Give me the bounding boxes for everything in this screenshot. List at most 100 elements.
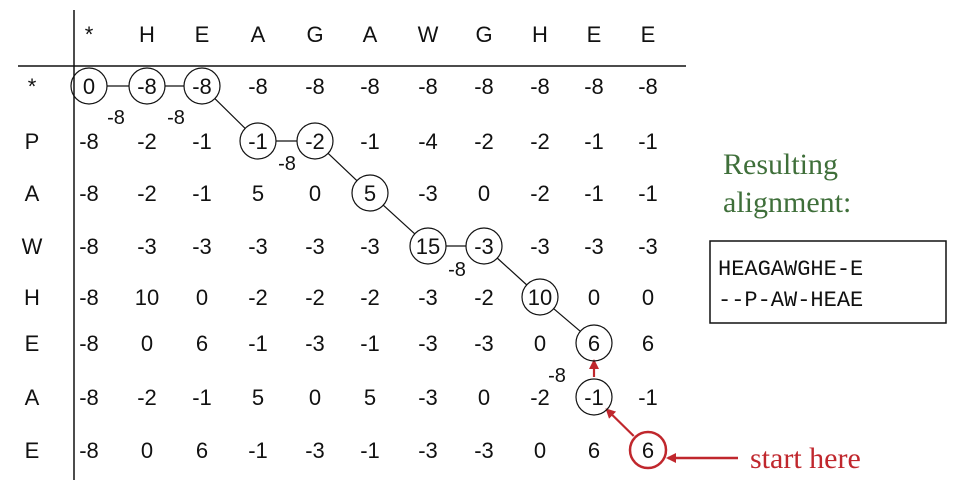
traceback-arrow [605,408,635,437]
matrix-cell: 0 [309,385,321,410]
matrix-cell: -8 [248,74,268,99]
matrix-cell: 0 [478,181,490,206]
path-cell-circle [351,174,389,212]
gap-penalty-label: -8 [167,107,185,129]
result-title-line1: Resulting [723,148,838,181]
matrix-cell: -4 [418,129,438,154]
matrix-cell: -3 [474,331,494,356]
matrix-cell: -1 [192,385,212,410]
matrix-cell: -3 [638,234,658,259]
matrix-cells: 0-8-8-8-8-8-8-8-8-8-8-8-2-1-1-2-1-4-2-2-… [79,74,658,463]
matrix-cell: -2 [530,181,550,206]
path-cell-circle [183,67,221,105]
start-here-label: start here [750,442,861,475]
row-header: H [24,285,40,310]
row-header: * [28,74,37,99]
row-header: E [25,331,40,356]
path-cell-circle [239,122,277,160]
matrix-cell: -8 [79,234,99,259]
matrix-cell: -3 [530,234,550,259]
matrix-cell: -2 [474,285,494,310]
gap-penalty-label: -8 [548,365,566,387]
matrix-cell: -1 [360,129,380,154]
column-header: E [641,22,656,47]
column-header: G [475,22,492,47]
matrix-cell: -8 [79,438,99,463]
column-header: A [363,22,378,47]
matrix-cell: -2 [530,129,550,154]
matrix-cell: 0 [534,438,546,463]
matrix-cell: -3 [584,234,604,259]
matrix-cell: -8 [530,74,550,99]
matrix-cell: -3 [418,385,438,410]
path-cell-circle [465,227,503,265]
column-header: E [587,22,602,47]
matrix-cell: -1 [638,181,658,206]
matrix-cell: -1 [360,331,380,356]
matrix-cell: -1 [248,129,268,154]
matrix-cell: -2 [305,285,325,310]
matrix-cell: -3 [192,234,212,259]
traceback-link [214,98,246,129]
path-cell-circle [521,278,559,316]
traceback-path [107,85,635,437]
matrix-cell: -8 [137,74,157,99]
traceback-link [496,257,528,286]
matrix-cell: 5 [364,385,376,410]
matrix-cell: -2 [248,285,268,310]
matrix-cell: 0 [83,74,95,99]
row-header: A [25,385,40,410]
column-header: W [418,22,439,47]
row-header: E [25,438,40,463]
matrix-cell: 0 [588,285,600,310]
row-header: P [25,129,40,154]
column-header: A [251,22,266,47]
row-header: W [22,234,43,259]
matrix-cell: -8 [192,74,212,99]
matrix-cell: -1 [584,129,604,154]
matrix-cell: -1 [584,385,604,410]
traceback-circles [70,67,668,470]
column-header: E [195,22,210,47]
matrix-cell: 6 [642,438,654,463]
matrix-cell: -3 [137,234,157,259]
gap-penalty-label: -8 [107,107,125,129]
matrix-cell: -3 [305,234,325,259]
gap-penalty-label: -8 [278,153,296,175]
matrix-cell: 5 [252,385,264,410]
path-cell-circle [575,324,613,362]
path-cell-circle [128,67,166,105]
matrix-cell: -2 [137,129,157,154]
matrix-cell: -3 [248,234,268,259]
matrix-cell: -8 [79,285,99,310]
matrix-cell: 0 [141,438,153,463]
matrix-cell: 0 [141,331,153,356]
matrix-cell: -2 [137,385,157,410]
result-title-line2: alignment: [723,186,851,219]
matrix-cell: 0 [534,331,546,356]
column-header: H [532,22,548,47]
traceback-link [327,152,358,182]
matrix-cell: -3 [418,438,438,463]
gap-penalty-labels: -8-8-8-8-8 [107,107,566,387]
matrix-cell: 0 [478,385,490,410]
path-cell-circle [70,67,108,105]
matrix-cell: -3 [474,438,494,463]
matrix-cell: -3 [474,234,494,259]
matrix-cell: -1 [192,181,212,206]
traceback-link [553,308,581,332]
matrix-cell: 5 [252,181,264,206]
matrix-cell: -3 [418,181,438,206]
matrix-cell: -8 [79,385,99,410]
matrix-cell: -8 [584,74,604,99]
matrix-cell: -8 [418,74,438,99]
path-cell-circle [409,227,447,265]
matrix-cell: -2 [305,129,325,154]
matrix-cell: 10 [528,285,552,310]
matrix-cell: 6 [642,331,654,356]
start-cell-circle [628,430,668,470]
